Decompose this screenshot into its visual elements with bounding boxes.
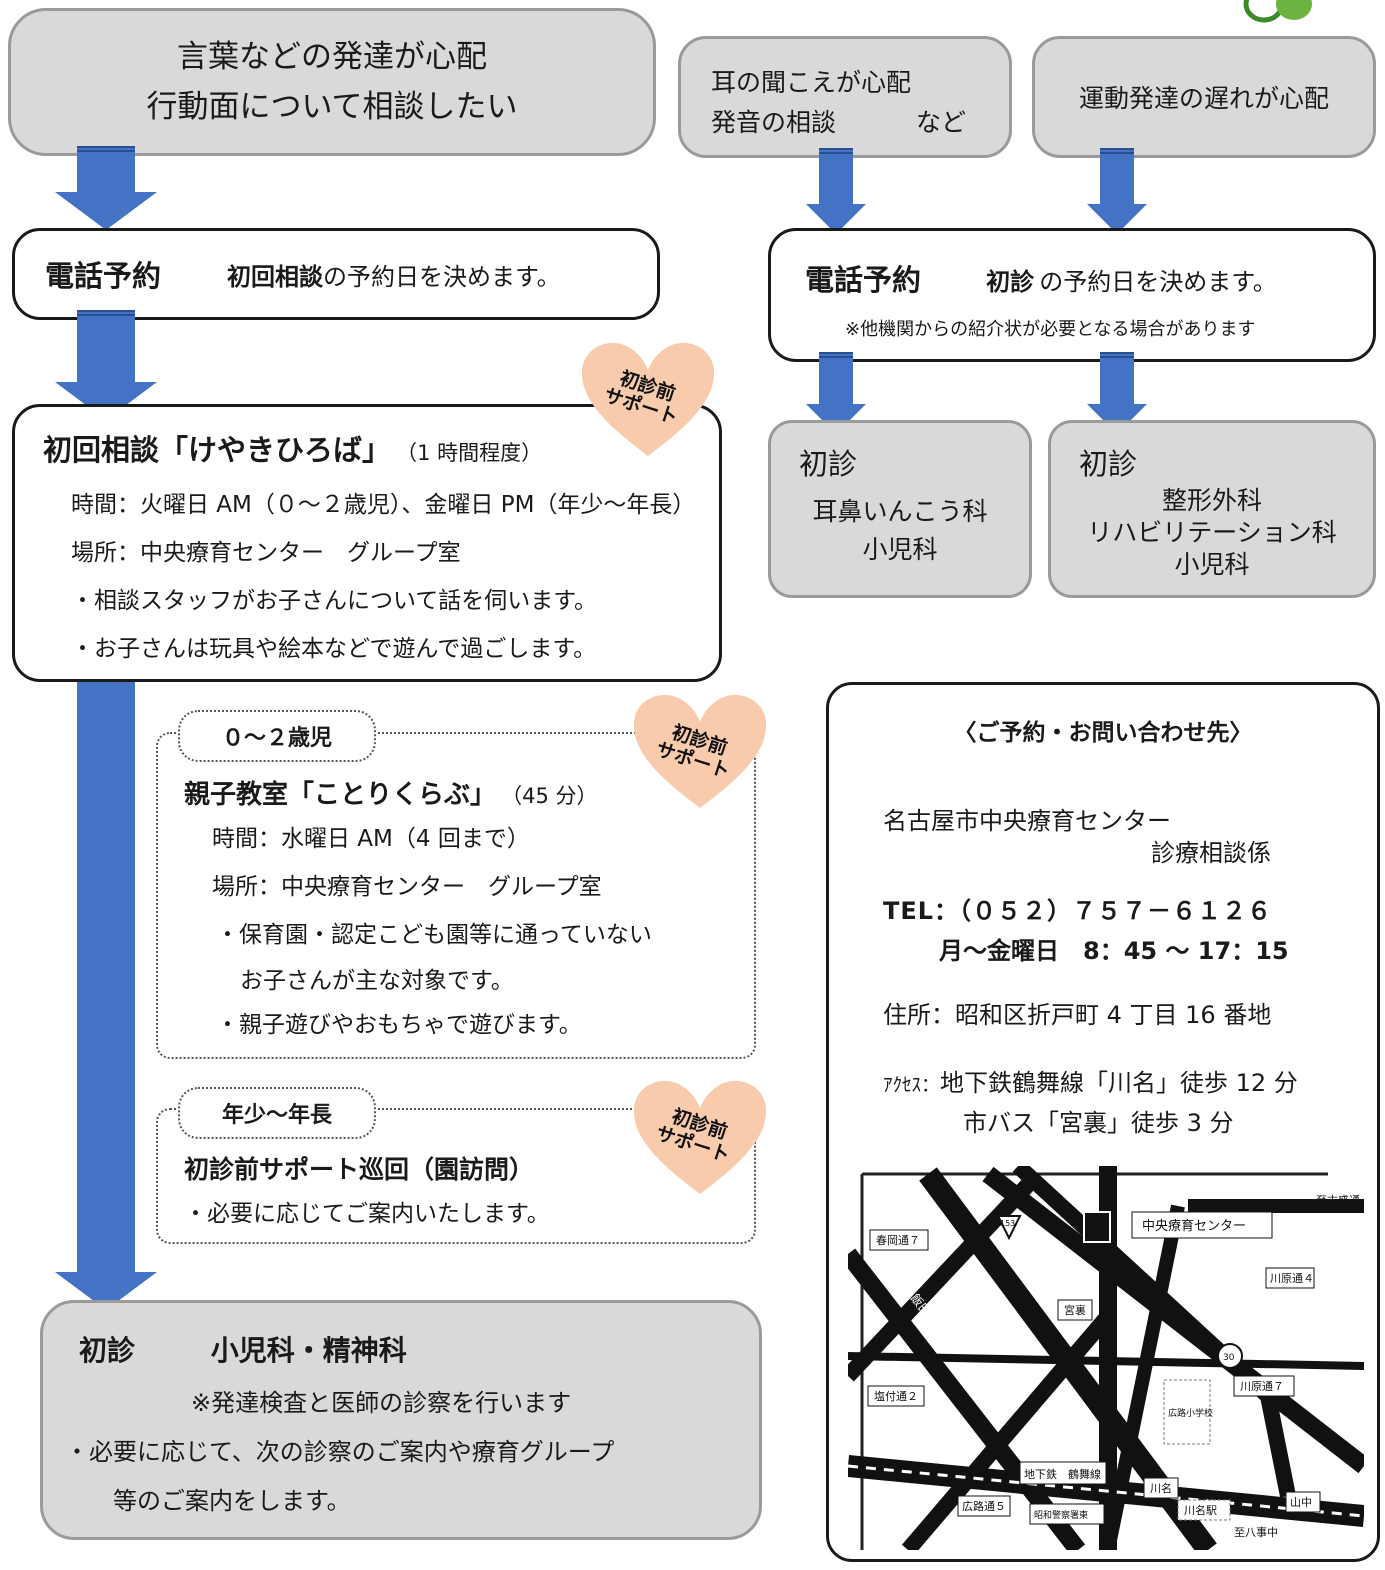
- age-tag-0-2: ０～２歳児: [178, 710, 376, 762]
- phone-booking-right-bold: 初診: [986, 268, 1035, 296]
- referral-note: ※他機関からの紹介状が必要となる場合があります: [845, 319, 1256, 340]
- access-line-1: 地下鉄鶴舞線「川名」徒歩 12 分: [940, 1069, 1298, 1097]
- first-exam-box-pediatrics: 初診 小児科・精神科 ※発達検査と医師の診察を行います ・必要に応じて、次の診察…: [40, 1300, 762, 1540]
- first-consultation-time: 時間：火曜日 AM（０～２歳児）、金曜日 PM（年少～年長）: [71, 492, 696, 518]
- first-consultation-bullet-2: ・お子さんは玩具や絵本などで遊んで過ごします。: [71, 636, 597, 662]
- phone-booking-label: 電話予約: [45, 259, 162, 293]
- access-label: ｱｸｾｽ：: [883, 1074, 941, 1096]
- first-consultation-box: 初回相談「けやきひろば」 （1 時間程度） 時間：火曜日 AM（０～２歳児）、金…: [12, 404, 722, 682]
- first-exam-box-ortho: 初診 整形外科 リハビリテーション科 小児科: [1048, 420, 1376, 598]
- kotori-club-place: 場所：中央療育センター グループ室: [212, 874, 602, 900]
- map-kawahara-7: 川原通７: [1240, 1380, 1284, 1393]
- heart-badge-icon: [633, 1080, 767, 1194]
- first-consultation-title: 初回相談「けやきひろば」: [43, 433, 392, 467]
- concern-line-1: 言葉などの発達が心配: [177, 39, 487, 75]
- phone-booking-bold: 初回相談: [227, 262, 324, 291]
- ent-dept-2: 小児科: [862, 535, 938, 564]
- map-police: 昭和警察署東: [1034, 1509, 1088, 1521]
- map-shiotsuke: 塩付通２: [874, 1389, 918, 1403]
- heart-badge-icon: [581, 342, 715, 456]
- concern-box-hearing: 耳の聞こえが心配 発音の相談 など: [678, 36, 1012, 158]
- access-map: 中央療育センター 至末盛通 春岡通７ 153 川原通４ 飯田街道 宮裏 30 川…: [848, 1166, 1364, 1550]
- map-yamanaka: 山中: [1290, 1496, 1312, 1509]
- contact-heading: 〈ご予約・お問い合わせ先〉: [953, 720, 1253, 746]
- kotori-club-bullet-1b: お子さんが主な対象です。: [240, 968, 514, 994]
- map-school: 広路小学校: [1168, 1407, 1213, 1419]
- support-visit-bullet: ・必要に応じてご案内いたします。: [184, 1201, 550, 1227]
- first-consultation-bullet-1: ・相談スタッフがお子さんについて話を伺います。: [71, 588, 598, 614]
- contact-tel: TEL：（０５２）７５７－６１２６: [883, 897, 1273, 925]
- ent-label: 初診: [799, 447, 858, 481]
- first-exam-box-ent: 初診 耳鼻いんこう科 小児科: [768, 420, 1032, 598]
- ortho-dept-3: 小児科: [1174, 550, 1250, 579]
- contact-hours: 月～金曜日 8：45 ～ 17：15: [939, 937, 1289, 965]
- ortho-label: 初診: [1079, 447, 1138, 481]
- kotori-club-box: 親子教室「ことりくらぶ」 （45 分） 時間：水曜日 AM（4 回まで） 場所：…: [156, 732, 756, 1059]
- map-to-suemori: 至末盛通: [1316, 1193, 1360, 1207]
- phone-booking-box-right: 電話予約 初診 の予約日を決めます。 ※他機関からの紹介状が必要となる場合があり…: [768, 228, 1376, 362]
- kotori-club-bullet-2: ・親子遊びやおもちゃで遊びます。: [216, 1012, 582, 1038]
- first-exam-bullet-a: ・必要に応じて、次の診察のご案内や療育グループ: [65, 1438, 615, 1466]
- ent-dept-1: 耳鼻いんこう科: [812, 497, 988, 526]
- first-consultation-place: 場所：中央療育センター グループ室: [71, 540, 461, 566]
- phone-booking-right-label: 電話予約: [805, 263, 922, 297]
- support-visit-title: 初診前サポート巡回（園訪問）: [184, 1155, 535, 1184]
- flow-arrow-motor: [1087, 148, 1147, 234]
- kotori-club-bullet-1a: ・保育園・認定こども園等に通っていない: [216, 922, 652, 948]
- leaf-logo-icon: [1243, 0, 1312, 23]
- phone-booking-text: の予約日を決めます。: [323, 262, 561, 291]
- hearing-line-2b: など: [916, 108, 967, 137]
- map-hirojidori: 広路通５: [962, 1500, 1006, 1513]
- concern-box-motor: 運動発達の遅れが心配: [1032, 36, 1376, 158]
- map-to-yagoto: 至八事中: [1234, 1526, 1278, 1539]
- motor-line-1: 運動発達の遅れが心配: [1078, 84, 1329, 113]
- map-kawana: 川名: [1150, 1481, 1172, 1495]
- contact-dept: 診療相談係: [1151, 839, 1271, 867]
- map-route-30: 30: [1223, 1353, 1235, 1363]
- age-tag-nursery: 年少～年長: [178, 1087, 376, 1139]
- map-harunaoka: 春岡通７: [876, 1234, 920, 1247]
- heart-badge-icon: [633, 694, 767, 808]
- concern-box-speech: 言葉などの発達が心配 行動面について相談したい: [8, 8, 656, 156]
- first-exam-label: 初診: [79, 1334, 136, 1367]
- flow-arrow-long: [55, 676, 158, 1310]
- flow-arrow-1: [55, 146, 158, 230]
- map-center-label: 中央療育センター: [1142, 1218, 1246, 1234]
- access-line-2: 市バス「宮裏」徒歩 3 分: [963, 1109, 1234, 1137]
- flow-arrow-hearing: [806, 148, 866, 234]
- phone-booking-box-left: 電話予約 初回相談 の予約日を決めます。: [12, 228, 660, 320]
- contact-org: 名古屋市中央療育センター: [883, 807, 1171, 835]
- concern-line-2: 行動面について相談したい: [146, 89, 518, 125]
- kotori-club-title: 親子教室「ことりくらぶ」: [184, 780, 497, 810]
- hearing-line-2a: 発音の相談: [711, 108, 837, 137]
- first-exam-depts: 小児科・精神科: [210, 1334, 407, 1367]
- first-exam-note: ※発達検査と医師の診察を行います: [191, 1389, 572, 1417]
- map-kawana-station: 川名駅: [1184, 1503, 1217, 1517]
- first-consultation-duration: （1 時間程度）: [396, 441, 543, 465]
- first-exam-bullet-b: 等のご案内をします。: [113, 1487, 351, 1515]
- map-kawahara-4: 川原通４: [1270, 1272, 1314, 1285]
- contact-address: 住所：昭和区折戸町 4 丁目 16 番地: [883, 1001, 1272, 1029]
- map-route-153: 153: [1000, 1219, 1015, 1228]
- kotori-club-time: 時間：水曜日 AM（4 回まで）: [212, 826, 530, 852]
- map-miyaura: 宮裏: [1064, 1303, 1086, 1317]
- map-subway-line: 地下鉄 鶴舞線: [1024, 1467, 1101, 1481]
- kotori-club-duration: （45 分）: [501, 784, 598, 808]
- ortho-dept-2: リハビリテーション科: [1087, 518, 1337, 547]
- hearing-line-1: 耳の聞こえが心配: [711, 68, 912, 97]
- phone-booking-right-text: の予約日を決めます。: [1039, 268, 1277, 296]
- ortho-dept-1: 整形外科: [1161, 486, 1262, 515]
